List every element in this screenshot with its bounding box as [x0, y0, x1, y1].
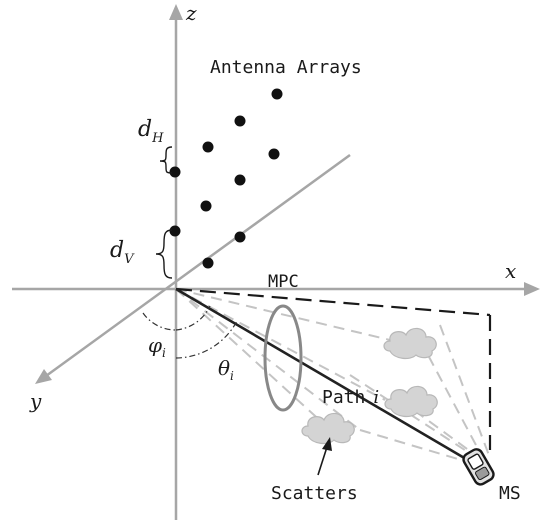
antenna-arrays-label: Antenna Arrays [210, 57, 362, 78]
antenna-element [169, 166, 181, 178]
antenna-element [234, 231, 246, 243]
y-axis-arrowhead [35, 369, 52, 384]
dv-symbol: dV [110, 238, 135, 267]
x-axis-label: x [505, 259, 516, 283]
antenna-element [202, 257, 214, 269]
cloud-icon [301, 412, 355, 445]
dh-brace [159, 146, 173, 174]
dh-symbol: dH [138, 117, 164, 146]
cloud-icon [383, 327, 437, 360]
angle-arcs [142, 305, 238, 359]
mpc-label: MPC [268, 272, 299, 292]
y-axis [45, 153, 351, 378]
scatters-label: Scatters [271, 483, 358, 504]
cloud-icon [384, 385, 438, 418]
scatters-pointer [317, 437, 332, 476]
ms-label: MS [499, 483, 521, 504]
reflected-path [175, 287, 492, 450]
antenna-element [169, 225, 181, 237]
z-axis-arrowhead [169, 4, 183, 20]
antenna-element [200, 200, 212, 212]
dv-brace [155, 229, 173, 279]
mobile-phone-icon [462, 448, 495, 486]
antenna-element [234, 174, 246, 186]
antenna-element [271, 88, 283, 100]
antenna-element [234, 115, 246, 127]
coordinate-axes [12, 4, 540, 520]
scatterer-clouds [301, 327, 438, 445]
beam-ellipse [263, 304, 303, 412]
z-axis-label: z [185, 1, 197, 25]
y-axis-label: y [29, 389, 42, 413]
los-path [175, 287, 479, 468]
antenna-element [202, 141, 214, 153]
x-axis-arrowhead [524, 282, 540, 296]
antenna-element [268, 148, 280, 160]
phi-symbol: φi [148, 333, 166, 360]
theta-symbol: θi [218, 356, 234, 383]
antenna-array [169, 88, 283, 269]
